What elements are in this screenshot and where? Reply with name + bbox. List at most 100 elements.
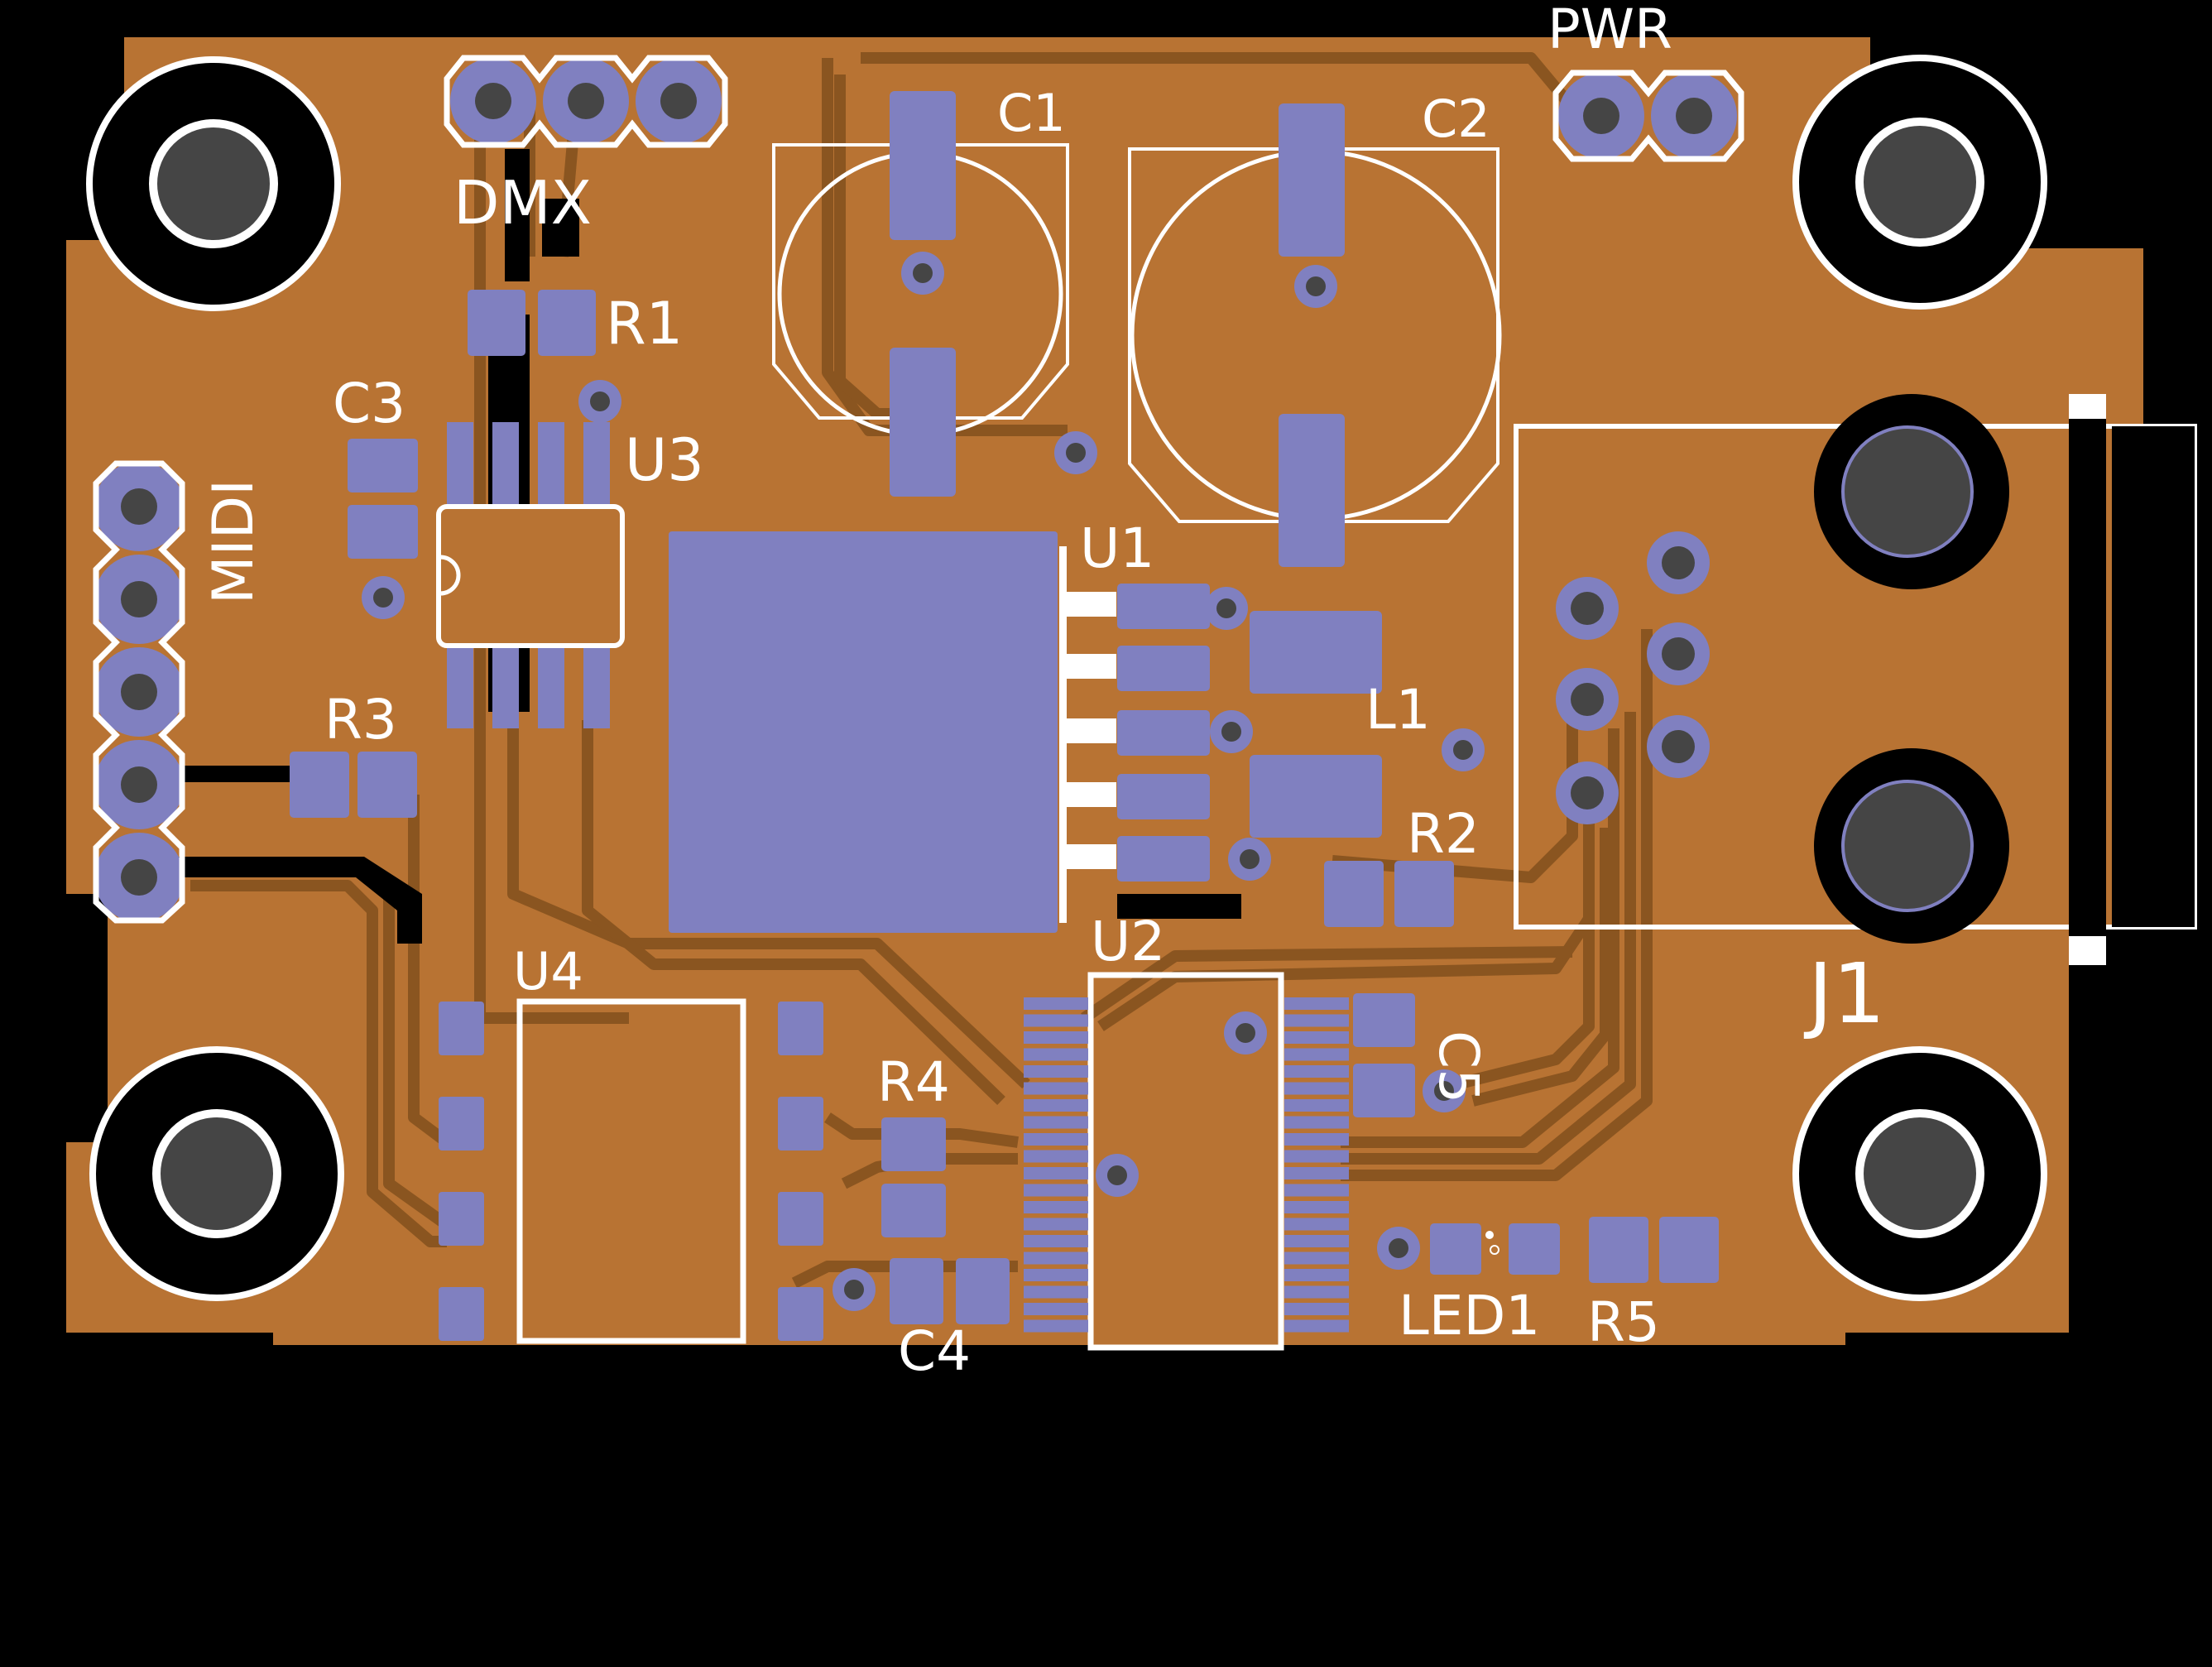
label-r4: R4 [877, 1050, 950, 1114]
label-l1: L1 [1365, 678, 1431, 742]
mount-hole-top-right [1792, 55, 2047, 310]
u2-pin [1284, 997, 1349, 1010]
label-j1: J1 [1803, 945, 1885, 1042]
u2-pin [1024, 1167, 1088, 1179]
capacitor-c4 [832, 1258, 1010, 1324]
u2-pin [1024, 1184, 1088, 1197]
dmx-header [444, 55, 728, 148]
trace [1455, 795, 1595, 1090]
trace [582, 720, 1005, 1106]
label-u4: U4 [513, 941, 583, 1002]
label-r3: R3 [324, 688, 397, 752]
u2-pin [1024, 1133, 1088, 1146]
resistor-r5 [1589, 1217, 1719, 1283]
u2-pin [1024, 1116, 1088, 1129]
mount-hole-bottom-right [1792, 1046, 2047, 1301]
label-r5: R5 [1587, 1290, 1660, 1354]
u2-pin [1024, 1082, 1088, 1095]
ic-u1 [669, 531, 1271, 933]
label-c5: C5 [1427, 1030, 1490, 1103]
resistor-r2 [1324, 861, 1454, 927]
u2-pin [1284, 1167, 1349, 1179]
ic-u3 [436, 422, 625, 728]
u2-pin [1024, 1150, 1088, 1163]
u2-pin [1024, 1014, 1088, 1027]
trace [1341, 629, 1653, 1181]
u2-pins-left [1024, 997, 1088, 1333]
u2-pin [1284, 1082, 1349, 1095]
mounting-holes [86, 55, 2047, 1301]
u2-pin [1284, 1184, 1349, 1197]
u2-pin [1024, 1201, 1088, 1213]
u2-pin [1024, 997, 1088, 1010]
u2-pin [1284, 1031, 1349, 1044]
led-led1 [1377, 1223, 1560, 1275]
u2-pin [1284, 1218, 1349, 1231]
connector-j1 [1514, 394, 2197, 965]
u2-pin [1024, 1303, 1088, 1315]
u2-pin [1284, 1014, 1349, 1027]
capacitor-c3 [348, 439, 418, 619]
inductor-l1 [1250, 611, 1485, 838]
u2-pin [1024, 1048, 1088, 1061]
label-pwr: PWR [1547, 0, 1672, 61]
u2-pin [1284, 1251, 1349, 1265]
trace [791, 1261, 1018, 1289]
trace [1341, 728, 1619, 1148]
capacitor-c5 [1353, 993, 1466, 1117]
trace [1097, 915, 1594, 1031]
clearance [542, 199, 579, 257]
u2-pin [1284, 1150, 1349, 1163]
u2-pin [1284, 1269, 1349, 1281]
mount-hole-bottom-left [89, 1046, 344, 1301]
silkscreen-labels: DMX PWR C1 C2 R1 C3 U3 U1 L1 R2 R3 U4 U2… [201, 0, 1885, 1383]
capacitor-c2 [1128, 103, 1502, 567]
label-u1: U1 [1080, 516, 1154, 580]
trace [1341, 712, 1636, 1165]
trace [190, 880, 447, 1247]
label-c3: C3 [333, 372, 405, 435]
label-r1: R1 [606, 290, 683, 358]
ic-u2 [1024, 972, 1349, 1351]
u2-pin [1024, 1269, 1088, 1281]
u2-pin [1284, 1048, 1349, 1061]
u2-pin [1284, 1065, 1349, 1078]
u2-pin [1024, 1251, 1088, 1265]
u2-pin [1024, 1065, 1088, 1078]
label-midi: MIDI [201, 479, 266, 604]
trace [822, 58, 1068, 436]
label-c1: C1 [997, 83, 1066, 143]
resistor-r1 [468, 290, 621, 423]
u2-pin [1284, 1099, 1349, 1112]
u2-pin [1024, 1218, 1088, 1231]
u2-pin [1024, 1285, 1088, 1299]
ic-u4 [439, 998, 823, 1344]
label-r2: R2 [1407, 802, 1480, 866]
u2-pin [1024, 1031, 1088, 1044]
label-c4: C4 [898, 1319, 971, 1383]
label-c2: C2 [1422, 89, 1490, 149]
label-u2: U2 [1091, 910, 1165, 973]
u2-pin [1024, 1235, 1088, 1247]
resistor-r3 [290, 752, 417, 818]
clearance [505, 149, 530, 281]
u2-pin [1284, 1319, 1349, 1333]
mount-hole-top-left [86, 56, 341, 311]
u2-pin [1284, 1235, 1349, 1247]
resistor-r4 [881, 1117, 946, 1237]
u2-pin [1024, 1099, 1088, 1112]
u2-pin [1284, 1116, 1349, 1129]
u2-pin [1284, 1303, 1349, 1315]
pwr-header [1552, 70, 1744, 162]
capacitor-c1 [772, 91, 1097, 497]
trace [1081, 946, 1573, 1023]
midi-header [93, 460, 185, 924]
u2-pin [1284, 1133, 1349, 1146]
u2-pins-right [1284, 997, 1349, 1333]
u2-pin [1284, 1201, 1349, 1213]
u2-pin [1024, 1319, 1088, 1333]
clearance [1117, 894, 1241, 919]
trace [1471, 828, 1611, 1107]
label-u3: U3 [625, 426, 704, 494]
